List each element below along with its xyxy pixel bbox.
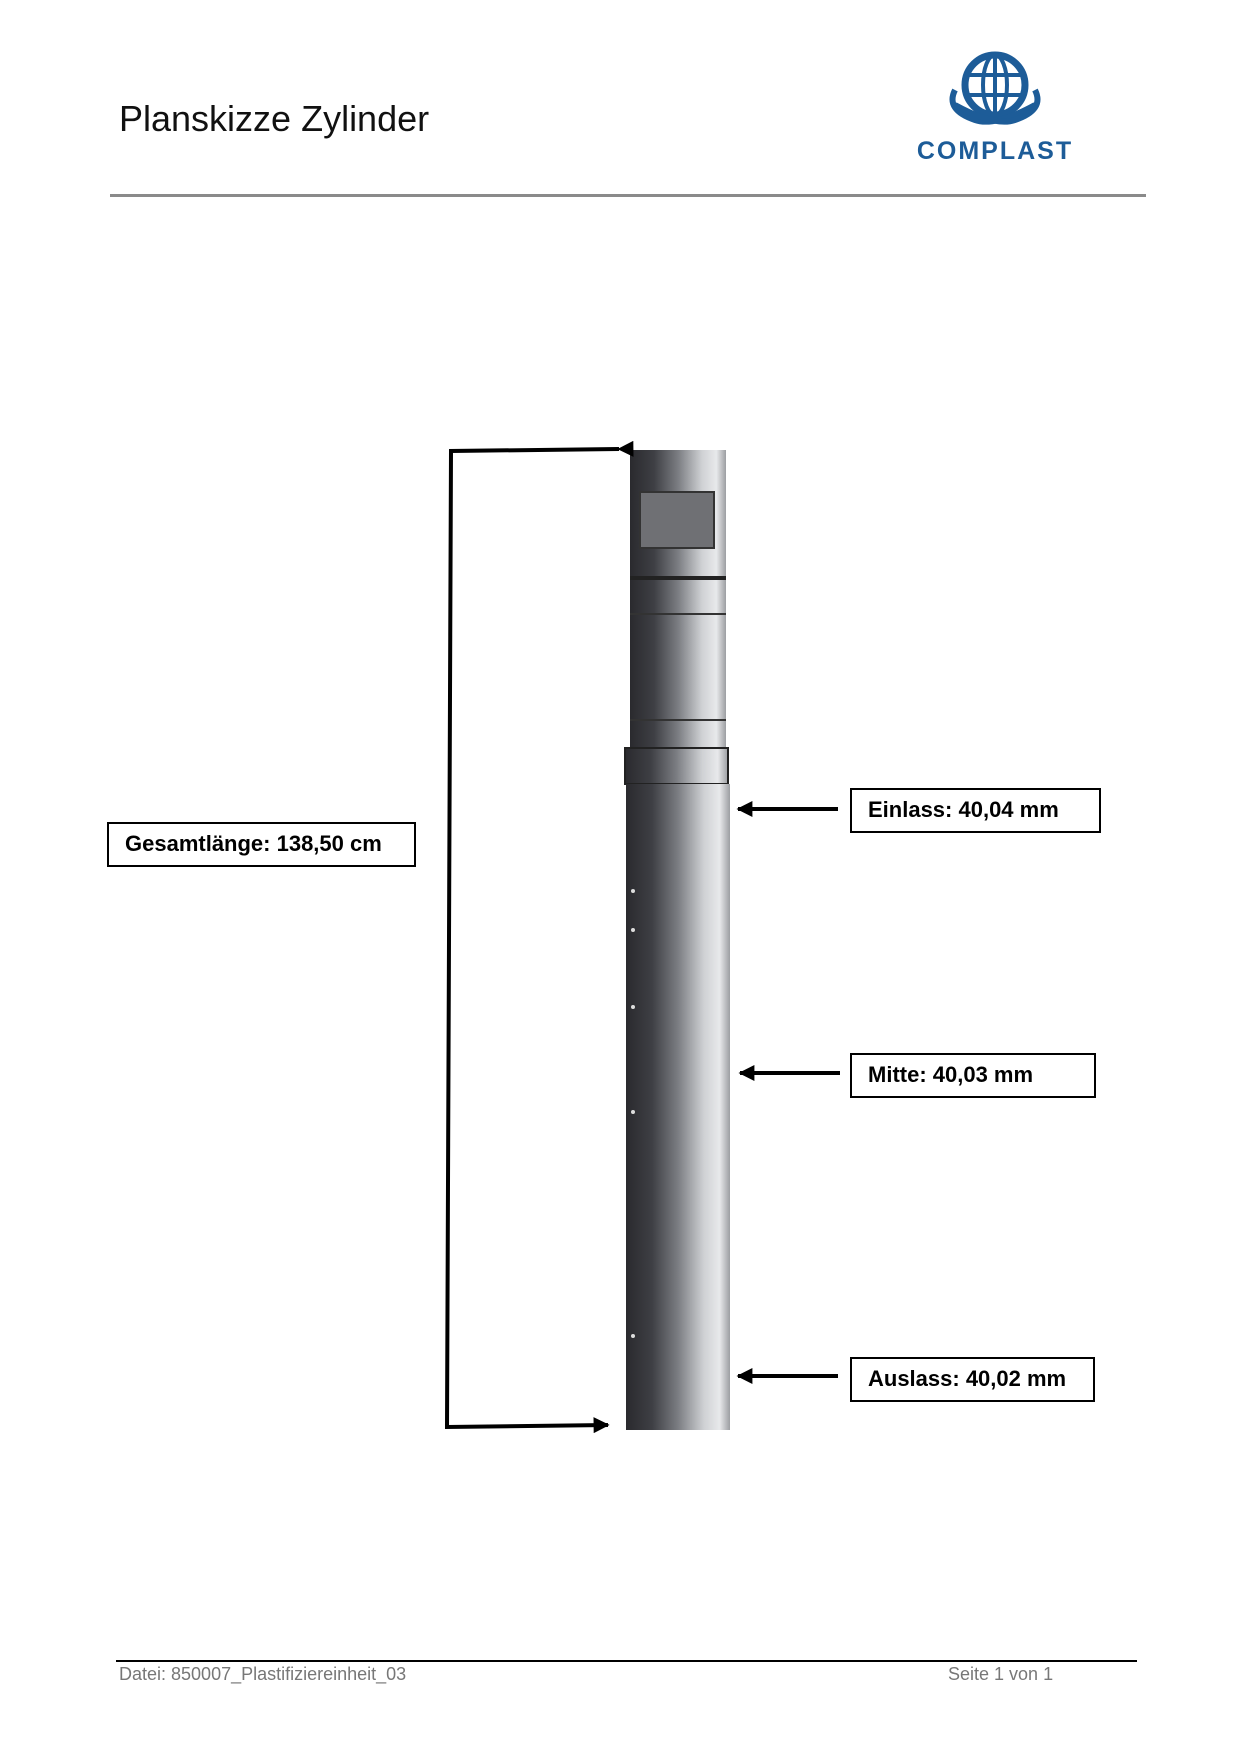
header-divider	[110, 194, 1146, 197]
total-length-label: Gesamtlänge: 138,50 cm	[107, 822, 416, 867]
footer-file: Datei: 850007_Plastifiziereinheit_03	[119, 1664, 407, 1684]
logo-text: COMPLAST	[916, 137, 1074, 165]
complast-logo: COMPLAST	[915, 45, 1075, 170]
cylinder	[624, 450, 730, 1430]
footer-page: Seite 1 von 1	[948, 1664, 1054, 1684]
inlet-label: Einlass: 40,04 mm	[850, 788, 1101, 833]
globe-logo-icon	[949, 51, 1041, 125]
length-bracket	[444, 440, 634, 1434]
middle-label: Mitte: 40,03 mm	[850, 1053, 1096, 1098]
outlet-label: Auslass: 40,02 mm	[850, 1357, 1095, 1402]
footer-divider	[116, 1660, 1137, 1662]
page-title: Planskizze Zylinder	[119, 98, 430, 139]
